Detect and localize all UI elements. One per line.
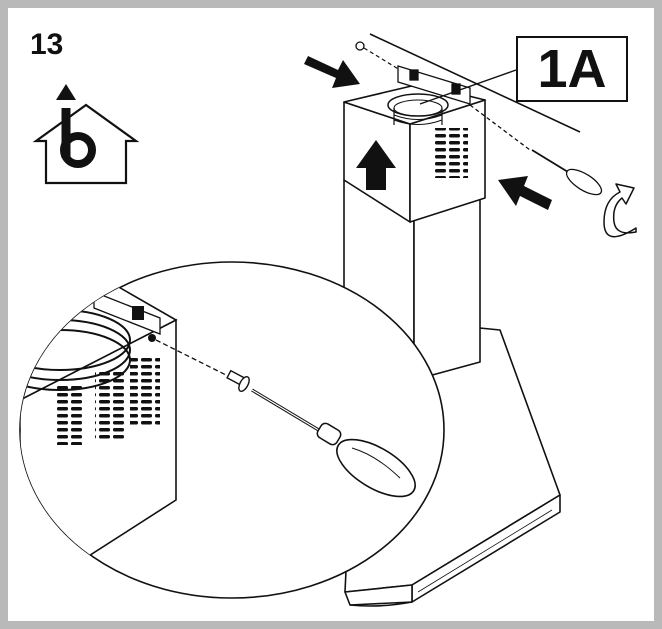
callout-leader [419,69,517,105]
rotate-counterclockwise-icon [603,183,637,238]
house-with-b-icon [32,84,140,185]
screw-icon [355,41,365,51]
screwdriver-icon [251,388,416,498]
step-number: 13 [30,28,64,61]
push-arrow-icon [304,56,552,210]
mounting-bracket [397,65,471,105]
detail-magnifier [19,261,445,599]
screwdriver-icon [469,104,603,196]
ceiling-line [369,33,581,133]
top-screw-path [355,41,401,71]
screw-icon [226,369,250,393]
callout-label: 1A [516,36,628,102]
